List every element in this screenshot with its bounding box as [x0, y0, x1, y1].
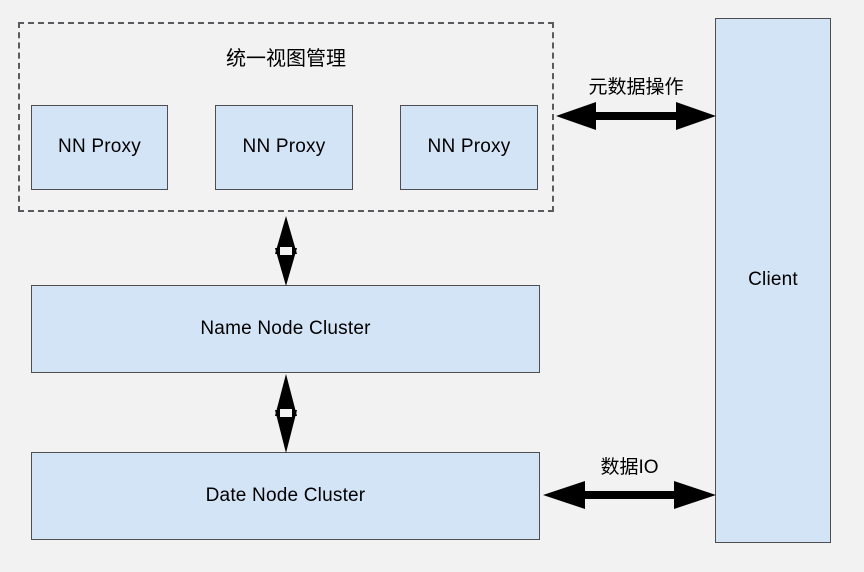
node-nn-proxy-1[interactable]: NN Proxy: [31, 105, 168, 190]
arrow-data-io: [543, 481, 716, 509]
arrow-name-node-to-date-node-cluster: [275, 374, 297, 453]
edge-label-data-io: 数据IO: [600, 457, 659, 478]
node-nn-proxy-3[interactable]: NN Proxy: [400, 105, 538, 190]
node-name-node-cluster[interactable]: Name Node Cluster: [31, 285, 540, 373]
arrow-group-to-name-node-cluster: [275, 216, 297, 286]
node-nn-proxy-2[interactable]: NN Proxy: [215, 105, 353, 190]
node-date-node-cluster[interactable]: Date Node Cluster: [31, 452, 540, 540]
edge-label-metadata-operations: 元数据操作: [588, 77, 684, 98]
group-title-label: 统一视图管理: [226, 48, 346, 70]
arrow-metadata-operations: [556, 102, 716, 130]
node-client[interactable]: Client: [715, 18, 831, 543]
unified-view-management-group: [18, 22, 554, 212]
